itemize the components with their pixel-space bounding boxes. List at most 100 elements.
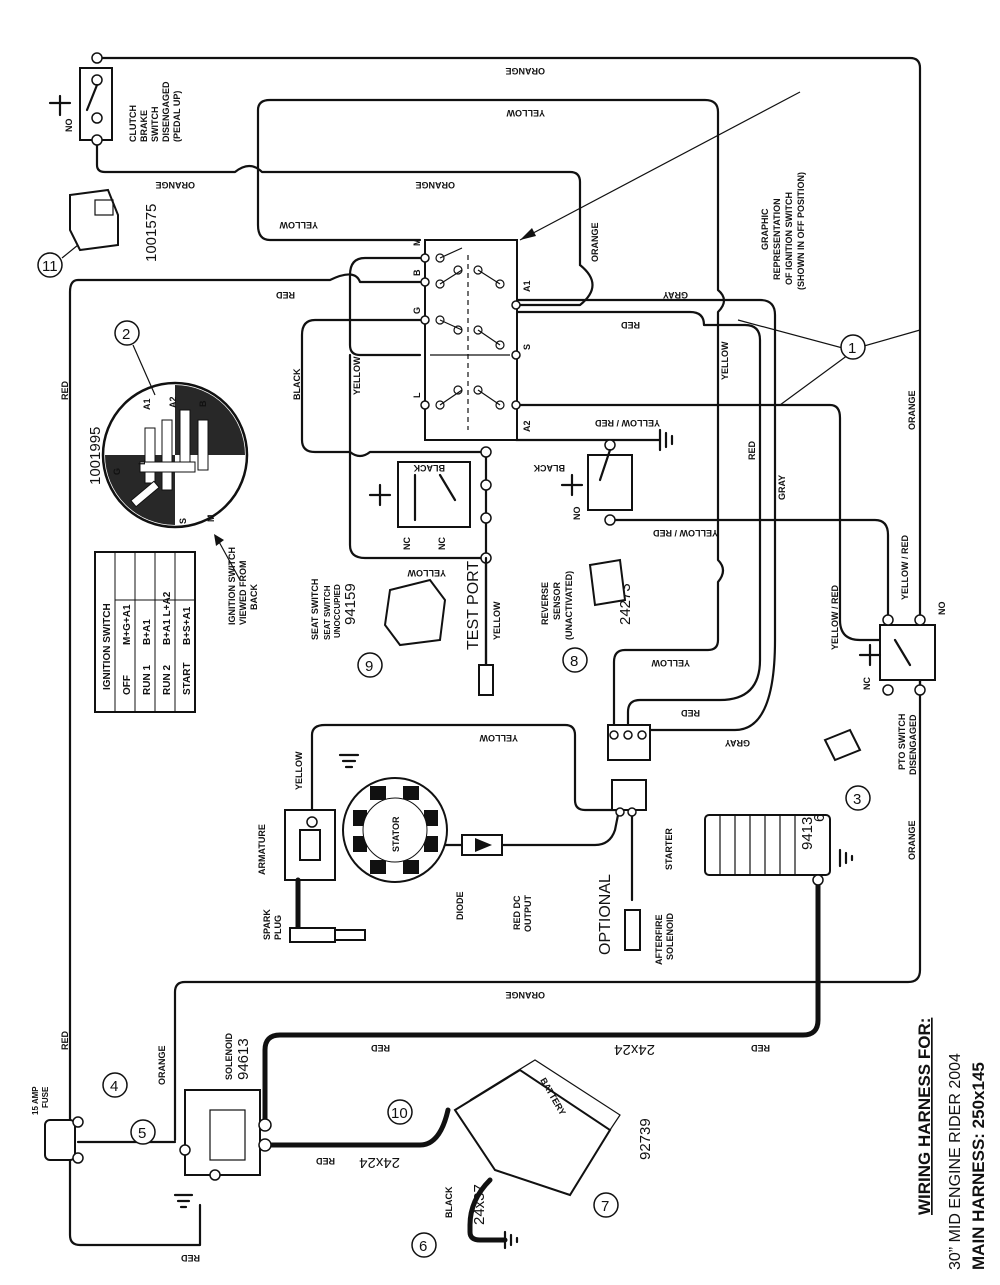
term-b: B <box>412 269 422 276</box>
svg-text:DISENGAGED: DISENGAGED <box>908 714 918 775</box>
svg-text:1: 1 <box>848 340 856 357</box>
svg-text:ORANGE: ORANGE <box>590 222 600 262</box>
svg-text:15 AMP: 15 AMP <box>31 1086 40 1115</box>
callout-2: 2 <box>122 326 130 343</box>
callout-6: 6 <box>419 1238 427 1255</box>
term-g: G <box>412 307 422 314</box>
svg-text:GRAPHIC: GRAPHIC <box>760 208 770 250</box>
back-term-g: G <box>112 468 122 475</box>
svg-text:RED: RED <box>747 440 757 460</box>
ignition-switch-back: A1 A2 B G L S M 2 1001995 IGNITION SWITC… <box>87 320 259 626</box>
svg-text:GRAY: GRAY <box>663 290 688 300</box>
orange-loop-a1 <box>518 263 594 307</box>
svg-text:SEAT SWITCH: SEAT SWITCH <box>310 579 320 640</box>
svg-text:FUSE: FUSE <box>41 1086 50 1108</box>
svg-text:SOLENOID: SOLENOID <box>224 1032 234 1080</box>
callout-1: 1 <box>840 334 866 360</box>
wires <box>68 56 922 1247</box>
svg-text:24x24: 24x24 <box>614 1041 655 1058</box>
orange-wire-clutch <box>95 138 582 267</box>
harness-connectors <box>607 724 651 817</box>
seat-switch: NC NC SEAT SWITCH SEAT SWITCH UNOCCUPIED… <box>310 446 492 678</box>
svg-text:94613: 94613 <box>235 1038 252 1080</box>
graphic-leader <box>519 91 801 241</box>
svg-text:PLUG: PLUG <box>273 915 283 940</box>
svg-text:STARTER: STARTER <box>664 828 674 870</box>
svg-text:NO: NO <box>937 602 947 616</box>
svg-text:RED: RED <box>60 1030 70 1050</box>
part-1001995: 1001995 <box>87 427 104 485</box>
svg-text:RED: RED <box>275 290 295 300</box>
item-11-switch: 11 1001575 <box>37 188 160 278</box>
starter-cable <box>262 877 821 1123</box>
svg-text:B+A1 L+A2: B+A1 L+A2 <box>162 591 173 645</box>
svg-text:YELLOW: YELLOW <box>492 601 502 640</box>
svg-text:STATOR: STATOR <box>391 816 401 852</box>
svg-text:YELLOW: YELLOW <box>279 220 318 230</box>
svg-text:92739: 92739 <box>637 1118 654 1160</box>
yellow-wire-arm <box>310 723 622 822</box>
svg-text:YELLOW: YELLOW <box>294 751 304 790</box>
svg-text:BACK: BACK <box>249 584 259 610</box>
svg-text:YELLOW / RED: YELLOW / RED <box>653 528 719 538</box>
ground-symbols <box>173 428 854 1250</box>
svg-text:NC: NC <box>437 537 447 550</box>
reverse-sensor: NO REVERSE SENSOR (UNACTIVATED) 24273 8 <box>540 439 634 673</box>
orange-wire-top <box>95 56 922 1142</box>
svg-text:BLACK: BLACK <box>533 463 565 473</box>
svg-text:ORANGE: ORANGE <box>415 180 455 190</box>
svg-text:YELLOW / RED: YELLOW / RED <box>830 585 840 651</box>
svg-text:OF IGNITION SWITCH: OF IGNITION SWITCH <box>784 192 794 285</box>
svg-text:OUTPUT: OUTPUT <box>523 895 533 933</box>
svg-text:B+S+A1: B+S+A1 <box>182 606 193 645</box>
svg-text:OPTIONAL: OPTIONAL <box>597 874 614 955</box>
test-port: TEST PORT <box>465 556 494 696</box>
battery-neg-cable <box>467 1177 508 1243</box>
callout-11: 11 <box>42 258 58 275</box>
clutch-label-1: CLUTCH <box>128 105 138 142</box>
term-a1: A1 <box>522 280 532 292</box>
title-line-2: 30” MID ENGINE RIDER 2004 <box>947 1053 964 1270</box>
title-line-1: WIRING HARNESS FOR: <box>915 1018 934 1215</box>
clutch-no-label: NO <box>64 119 74 133</box>
svg-text:YELLOW: YELLOW <box>479 733 518 743</box>
svg-text:ORANGE: ORANGE <box>505 990 545 1000</box>
svg-text:START: START <box>182 662 193 695</box>
svg-text:DIODE: DIODE <box>455 891 465 920</box>
afterfire-solenoid: OPTIONAL AFTERFIRE SOLENOID <box>597 874 675 965</box>
svg-text:TEST PORT: TEST PORT <box>465 561 482 650</box>
svg-text:SPARK: SPARK <box>262 909 272 940</box>
clutch-label-3: SWITCH <box>150 107 160 143</box>
armature: ARMATURE <box>257 809 336 881</box>
svg-text:SENSOR: SENSOR <box>552 581 562 620</box>
svg-text:SOLENOID: SOLENOID <box>665 912 675 960</box>
svg-text:ARMATURE: ARMATURE <box>257 824 267 875</box>
back-term-b: B <box>198 400 208 407</box>
term-m: M <box>412 239 422 247</box>
clutch-label-5: (PEDAL UP) <box>172 91 182 142</box>
graphic-representation-label: GRAPHIC REPRESENTATION OF IGNITION SWITC… <box>760 172 806 290</box>
svg-text:BLACK: BLACK <box>292 368 302 400</box>
svg-text:YELLOW / RED: YELLOW / RED <box>595 418 661 428</box>
svg-text:YELLOW: YELLOW <box>720 341 730 380</box>
clutch-label-2: BRAKE <box>139 110 149 142</box>
svg-text:IGNITION SWITCH: IGNITION SWITCH <box>227 547 237 625</box>
black-wire-seat <box>300 318 488 692</box>
ignition-switch-graphic: M B G L A1 S A2 <box>412 228 536 441</box>
svg-text:M+G+A1: M+G+A1 <box>122 604 133 645</box>
stator: STATOR <box>342 777 448 883</box>
svg-text:UNOCCUPIED: UNOCCUPIED <box>333 584 342 638</box>
callout-9: 9 <box>365 658 373 675</box>
svg-text:VIEWED FROM: VIEWED FROM <box>238 561 248 626</box>
svg-text:REVERSE: REVERSE <box>540 582 550 625</box>
svg-text:NC: NC <box>862 677 872 690</box>
yellow-red-reverse <box>610 518 890 622</box>
svg-text:BLACK: BLACK <box>444 1186 454 1218</box>
svg-text:(SHOWN IN OFF POSITION): (SHOWN IN OFF POSITION) <box>796 172 806 290</box>
yellow-wire-g <box>348 256 488 560</box>
fuse: 15 AMP FUSE 4 <box>31 1072 128 1164</box>
svg-text:YELLOW: YELLOW <box>506 108 545 118</box>
svg-text:RED DC: RED DC <box>512 895 522 930</box>
svg-text:GRAY: GRAY <box>777 475 787 500</box>
svg-text:SEAT SWITCH: SEAT SWITCH <box>323 585 332 640</box>
